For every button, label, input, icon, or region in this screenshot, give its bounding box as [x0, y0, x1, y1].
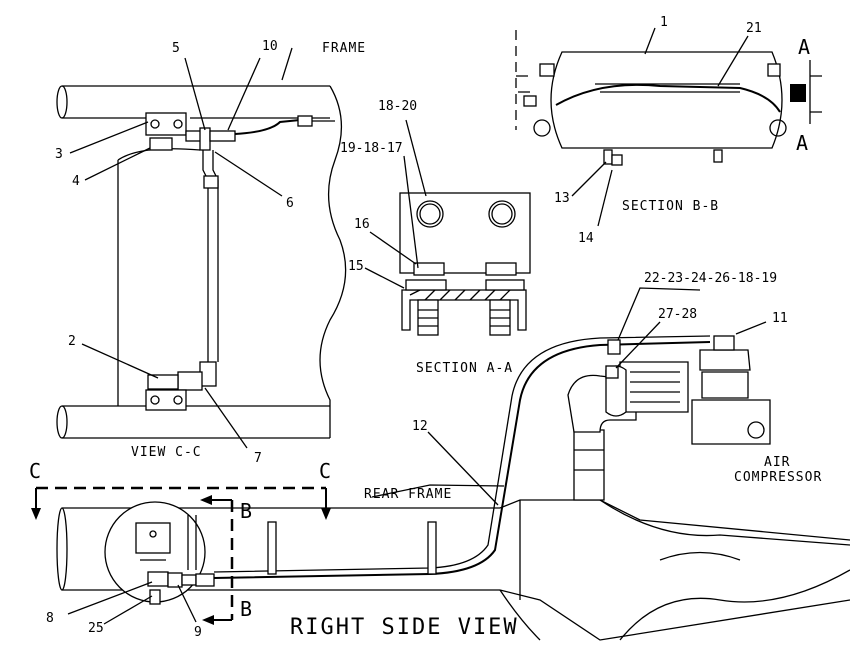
section-mark-b-top: B	[240, 499, 252, 523]
callout-19-18-17: 19-18-17	[340, 141, 403, 156]
callout-10: 10	[262, 39, 278, 54]
section-mark-b-bottom: B	[240, 597, 252, 621]
callout-9: 9	[194, 625, 202, 640]
callout-1: 1	[660, 15, 668, 30]
callout-2: 2	[68, 334, 76, 349]
air-compressor-label-1: AIR	[764, 455, 790, 470]
callout-13: 13	[554, 191, 570, 206]
callout-11: 11	[772, 311, 788, 326]
callout-25: 25	[88, 621, 104, 636]
callout-8: 8	[46, 611, 54, 626]
callout-14: 14	[578, 231, 594, 246]
section-mark-c-left: C	[29, 459, 41, 483]
callout-22-group: 22-23-24-26-18-19	[644, 271, 777, 286]
callout-21: 21	[746, 21, 762, 36]
callout-3: 3	[55, 147, 63, 162]
callout-27-28: 27-28	[658, 307, 697, 322]
rear-frame-label: REAR FRAME	[364, 487, 452, 502]
section-a-a-caption: SECTION A-A	[416, 361, 513, 376]
section-c-c-cutline	[31, 486, 331, 520]
air-compressor-label-2: COMPRESSOR	[734, 470, 822, 485]
section-a-a	[399, 192, 531, 336]
callout-7: 7	[254, 451, 262, 466]
callout-5: 5	[172, 41, 180, 56]
frame-label: FRAME	[322, 41, 366, 56]
callout-6: 6	[286, 196, 294, 211]
callout-12: 12	[412, 419, 428, 434]
section-a-a-leaders	[364, 119, 427, 289]
section-b-b-caption: SECTION B-B	[622, 199, 719, 214]
view-c-c-caption: VIEW C-C	[131, 445, 202, 460]
callout-15: 15	[348, 259, 364, 274]
section-b-b-cutline	[200, 495, 234, 625]
view-c-c-leaders	[69, 47, 293, 449]
section-b-b-leaders	[571, 27, 749, 227]
view-c-c	[56, 85, 347, 439]
right-side-view-caption: RIGHT SIDE VIEW	[290, 615, 519, 640]
section-mark-a-top: A	[798, 35, 810, 59]
section-mark-c-right: C	[319, 459, 331, 483]
callout-4: 4	[72, 174, 80, 189]
callout-16: 16	[354, 217, 370, 232]
right-side-view	[56, 335, 850, 641]
callout-18-20: 18-20	[378, 99, 417, 114]
right-side-view-leaders	[67, 287, 767, 625]
section-mark-a-bottom: A	[796, 131, 808, 155]
section-b-b	[515, 30, 822, 166]
